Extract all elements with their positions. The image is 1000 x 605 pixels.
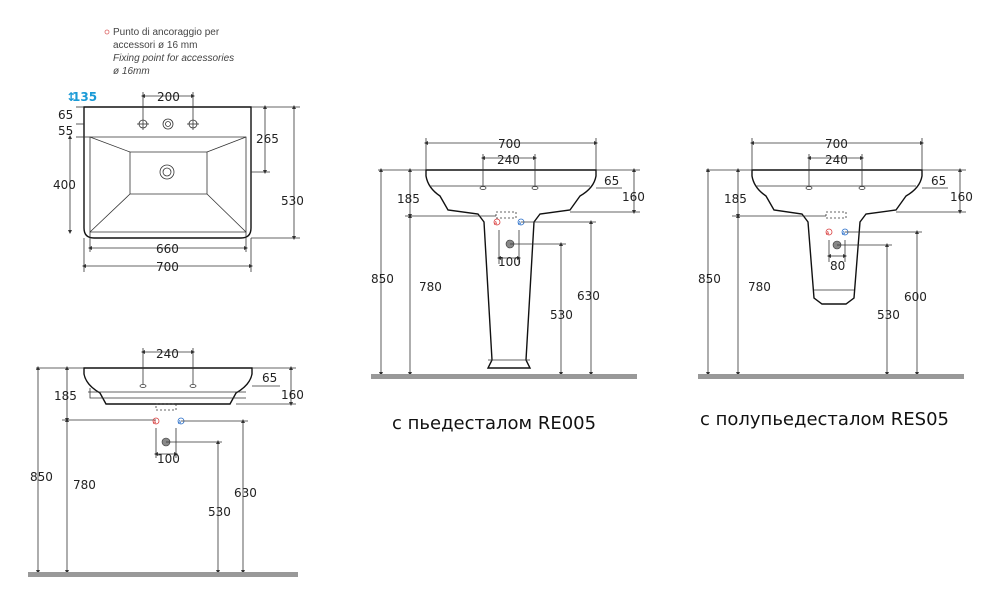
svg-text:A: A [494,221,498,227]
fixing-note-line2: accessori ø 16 mm [113,40,197,51]
semi-dim-700-label: 700 [825,137,848,151]
tap-holes [137,118,199,130]
svg-text:A: A [826,231,830,237]
dim-660-label: 660 [156,242,179,256]
front-view: 240 65 160 185 A A 100 850 780 630 5 [28,347,304,577]
semi-pedestal-view: 700 240 65 160 185 A A 80 850 780 [698,137,973,430]
drain-icon [159,164,175,180]
dim-200-label: 200 [157,90,180,104]
pedestal-basin-outline [425,169,597,369]
svg-text:A: A [153,420,157,426]
semi-dim-850-label: 850 [698,272,721,286]
pedestal-dim-240-label: 240 [497,153,520,167]
basin-outline-top [83,106,252,239]
semi-floor-line [698,374,964,379]
dim-265-label: 265 [256,132,279,146]
pedestal-dim-850-label: 850 [371,272,394,286]
pedestal-dim-160-label: 160 [622,190,645,204]
svg-text:A: A [178,420,182,426]
towel-rail [89,388,246,399]
fixing-note-line1: Punto di ancoraggio per [113,27,220,38]
pedestal-dim-530-label: 530 [550,308,573,322]
semi-dim-160-label: 160 [950,190,973,204]
dim-630-label: 630 [234,486,257,500]
fixing-point-marker-icon [104,29,110,35]
semi-pedestal-caption: с полупьедесталом RES05 [700,409,949,430]
floor-line [28,572,298,577]
svg-text:A: A [518,221,522,227]
semi-dim-600-label: 600 [904,290,927,304]
dim-400-label: 400 [53,178,76,192]
dim-780-label: 780 [73,478,96,492]
fixing-note-line4: ø 16mm [113,66,150,77]
semi-pedestal-basin-outline [751,169,923,305]
pedestal-dim-630-label: 630 [577,289,600,303]
hot-water-icon [152,417,160,425]
top-view: Punto di ancoraggio per accessori ø 16 m… [53,27,304,274]
dim-530-label: 530 [281,194,304,208]
svg-text:A: A [842,231,846,237]
pedestal-dim-65-label: 65 [604,174,619,188]
hot-water-icon [493,218,501,226]
pedestal-dim-780-label: 780 [419,280,442,294]
fixing-note-line3: Fixing point for accessories [113,53,234,64]
dim-700-label: 700 [156,260,179,274]
basin-outline-front [83,367,253,405]
semi-dim-780-label: 780 [748,280,771,294]
dim-240-label: 240 [156,347,179,361]
dim-65-label: 65 [58,108,73,122]
dim-160-label: 160 [281,388,304,402]
semi-dim-80-label: 80 [830,259,845,273]
water-supply-points: A A [152,417,185,447]
dim-55-label: 55 [58,124,73,138]
pedestal-dim-185-label: 185 [397,192,420,206]
dim-185-label: 185 [54,389,77,403]
semi-dim-185-label: 185 [724,192,747,206]
pedestal-floor-line [371,374,637,379]
semi-dim-240-label: 240 [825,153,848,167]
pedestal-dim-700-label: 700 [498,137,521,151]
semi-dim-65-label: 65 [931,174,946,188]
pedestal-view: 700 240 65 160 185 A A 100 850 780 [371,137,645,434]
pedestal-caption: с пьедесталом RE005 [392,413,596,434]
dim-530-label: 530 [208,505,231,519]
dim-135-label: 135 [72,90,97,104]
dim-65-label: 65 [262,371,277,385]
svg-text:↕: ↕ [66,90,76,104]
dim-850-label: 850 [30,470,53,484]
semi-dim-530-label: 530 [877,308,900,322]
hot-water-icon [825,228,833,236]
dim-100-label: 100 [157,452,180,466]
pedestal-dim-100-label: 100 [498,255,521,269]
